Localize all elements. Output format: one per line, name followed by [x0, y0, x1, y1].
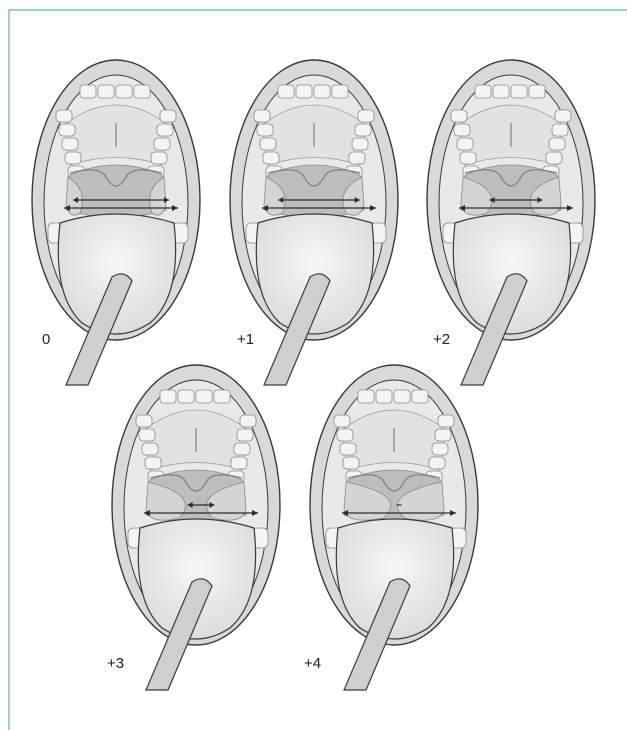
- mouth-illustration-grade-0: [30, 55, 230, 385]
- mouth-illustration-grade-plus1: [228, 55, 428, 385]
- grade-label-0: 0: [42, 331, 50, 348]
- grade-label-plus4: +4: [304, 655, 321, 672]
- grade-label-plus2: +2: [433, 331, 450, 348]
- mouth-illustration-grade-plus4: [308, 360, 508, 690]
- mouth-illustration-grade-plus3: [110, 360, 310, 690]
- grade-label-plus3: +3: [107, 655, 124, 672]
- mouth-illustration-grade-plus2: [425, 55, 625, 385]
- grade-label-plus1: +1: [237, 331, 254, 348]
